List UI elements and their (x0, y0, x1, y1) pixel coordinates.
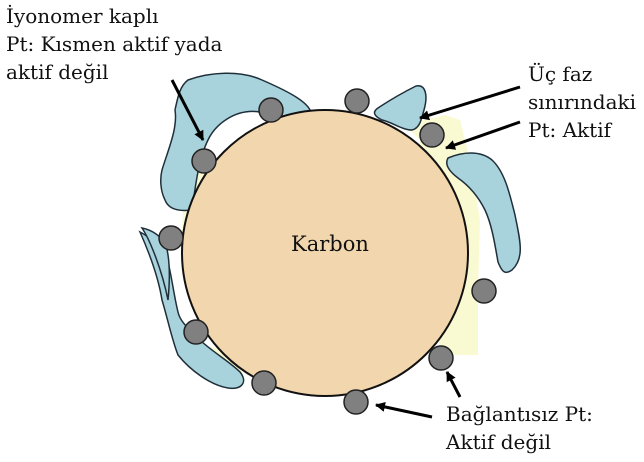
label-isolated-line2: Aktif değil (446, 429, 551, 456)
label-ionomer-coated-line2: Pt: Kısmen aktif yada (6, 31, 222, 58)
platinum-particle (252, 371, 276, 395)
arrow-isolated-2 (376, 405, 432, 417)
label-triple-phase-line2: sınırındaki (528, 89, 636, 116)
platinum-particle (159, 226, 183, 250)
label-ionomer-coated-line1: İyonomer kaplı (6, 3, 159, 30)
label-triple-phase-line3: Pt: Aktif (528, 117, 611, 144)
label-ionomer-coated-line3: aktif değil (6, 59, 108, 86)
platinum-particle (472, 279, 496, 303)
label-isolated-line1: Bağlantısız Pt: (446, 401, 593, 428)
platinum-particle (184, 320, 208, 344)
platinum-particle (192, 149, 216, 173)
platinum-particle (344, 390, 368, 414)
platinum-particle (429, 346, 453, 370)
arrow-triple-phase-1 (420, 87, 520, 118)
label-carbon: Karbon (291, 231, 369, 258)
platinum-particle (259, 98, 283, 122)
platinum-particle (345, 89, 369, 113)
arrow-isolated-1 (447, 372, 460, 397)
label-triple-phase-line1: Üç faz (528, 61, 592, 88)
platinum-particle (420, 123, 444, 147)
